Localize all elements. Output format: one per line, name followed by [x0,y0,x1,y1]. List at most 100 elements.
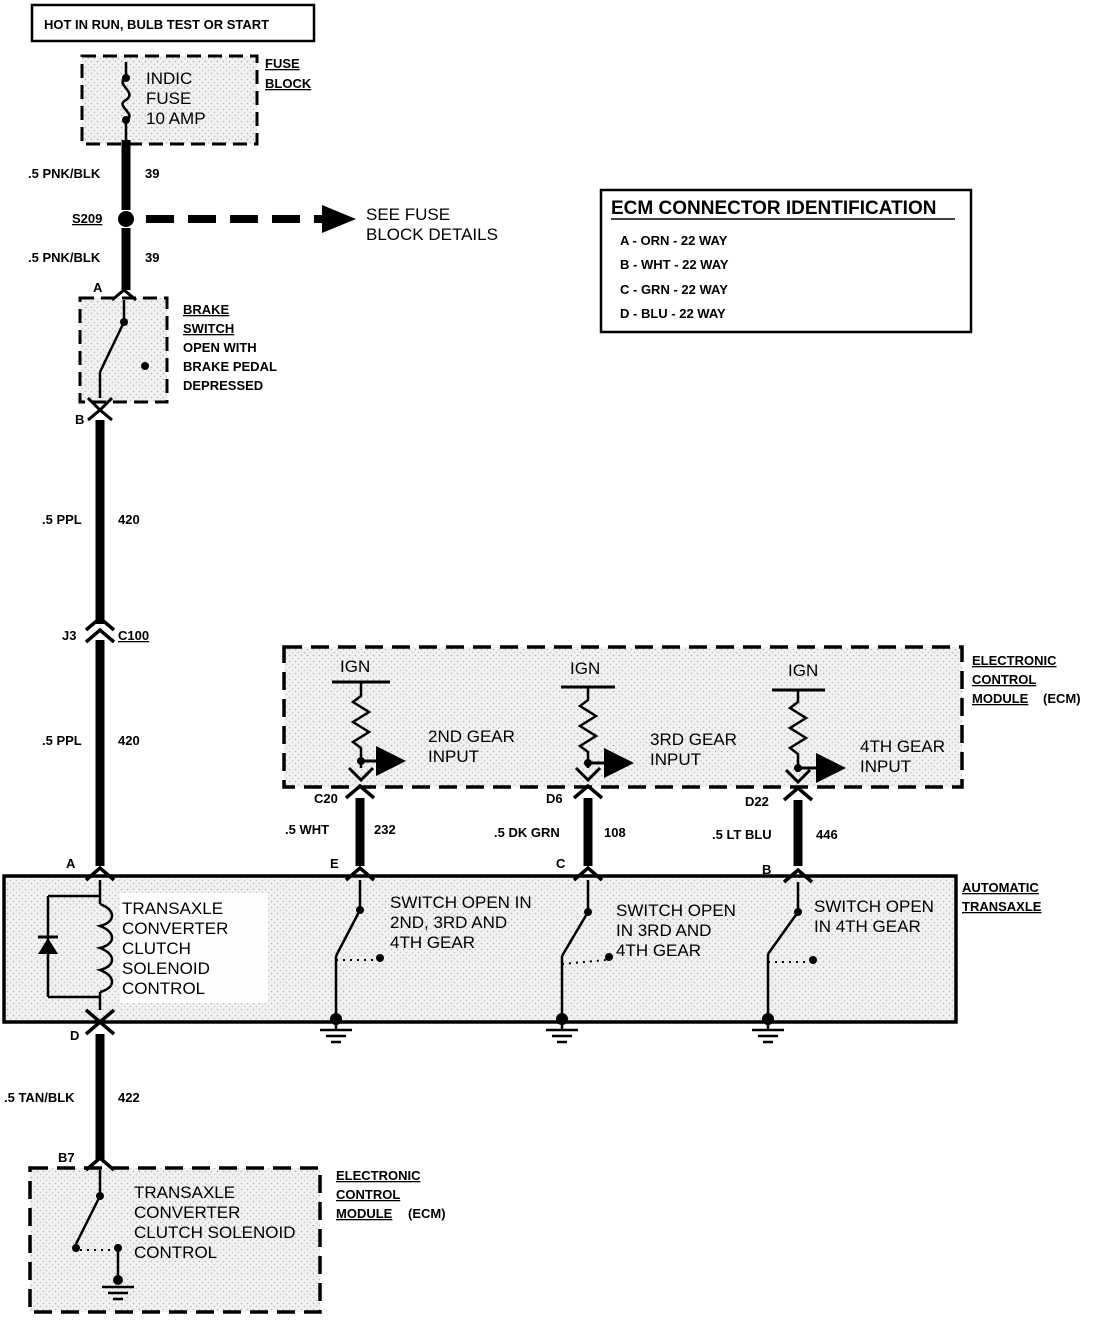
wire-420-bottom-gauge: .5 PPL [42,733,82,748]
connector-c100: J3 C100 [62,615,149,644]
switch3-line1: SWITCH OPEN [814,897,934,916]
ecm-bottom-module: B7 TRANSAXLE CONVERTER CLUTCH SOLENOID C… [28,1150,446,1314]
ecm-bottom-line1: TRANSAXLE [134,1183,235,1202]
splice-note2: BLOCK DETAILS [366,225,498,244]
brake-switch-line5: DEPRESSED [183,378,263,393]
input3-line1: 4TH GEAR [860,737,945,756]
gear-wire-232-gauge: .5 WHT [285,822,329,837]
fuse-block-label2: BLOCK [265,76,312,91]
solenoid-line3: CLUTCH [122,939,191,958]
ground-2 [546,1013,578,1044]
splice-note1: SEE FUSE [366,205,450,224]
brake-switch-line4: BRAKE PEDAL [183,359,277,374]
wire-39-bottom-gauge: .5 PNK/BLK [28,250,101,265]
fuse-block-label1: FUSE [265,56,300,71]
ign-label-3: IGN [788,661,818,680]
c100-pin: J3 [62,628,76,643]
solenoid-line1: TRANSAXLE [122,899,223,918]
gear-wire-232-circuit: 232 [374,822,396,837]
fuse-line2: FUSE [146,89,191,108]
gear-wire-108-circuit: 108 [604,825,626,840]
ecm-bottom-label2: CONTROL [336,1187,400,1202]
input2-line1: 3RD GEAR [650,730,737,749]
switch1-line1: SWITCH OPEN IN [390,893,532,912]
splice-s209: S209 SEE FUSE BLOCK DETAILS [72,205,498,244]
solenoid-line4: SOLENOID [122,959,210,978]
ign-label-2: IGN [570,659,600,678]
gear-wire-232-pin-ecm: C20 [314,791,338,806]
ecm-id-title: ECM CONNECTOR IDENTIFICATION [611,198,936,219]
gear-wire-108-pin: C [556,856,566,871]
ecm-id-row-d: D - BLU - 22 WAY [620,306,726,321]
gear-wire-446-circuit: 446 [816,827,838,842]
switch2-line1: SWITCH OPEN [616,901,736,920]
gear-wire-108-gauge: .5 DK GRN [494,825,560,840]
splice-id: S209 [72,211,102,226]
ecm-top-label3-suffix: (ECM) [1043,691,1081,706]
wire-39-top-circuit: 39 [145,166,159,181]
ecm-bottom-label1: ELECTRONIC [336,1168,421,1183]
input1-line2: INPUT [428,747,479,766]
transaxle-label2: TRANSAXLE [962,899,1042,914]
input2-line2: INPUT [650,750,701,769]
gear-wire-446: D22 .5 LT BLU 446 B [712,785,838,877]
wire-422-circuit: 422 [118,1090,140,1105]
power-source-box: HOT IN RUN, BULB TEST OR START [30,3,316,43]
switch1-line2: 2ND, 3RD AND [390,913,507,932]
gear-wire-446-gauge: .5 LT BLU [712,827,772,842]
switch2-line3: 4TH GEAR [616,941,701,960]
brake-switch-line1: BRAKE [183,302,230,317]
ecm-top-label3: MODULE [972,691,1029,706]
wire-420-top-circuit: 420 [118,512,140,527]
brake-switch-pin-a: A [93,280,103,295]
ecm-top-label1: ELECTRONIC [972,653,1057,668]
gear-wire-108-pin-ecm: D6 [546,791,563,806]
solenoid-line5: CONTROL [122,979,205,998]
switch1-line3: 4TH GEAR [390,933,475,952]
gear-wire-446-pin-ecm: D22 [745,794,769,809]
ground-3 [752,1013,784,1044]
ground-1 [320,1013,352,1044]
ecm-id-row-c: C - GRN - 22 WAY [620,282,728,297]
ecm-bottom-line4: CONTROL [134,1243,217,1262]
gear-wire-232-pin: E [330,856,339,871]
input1-line1: 2ND GEAR [428,727,515,746]
solenoid-line2: CONVERTER [122,919,228,938]
fuse-line3: 10 AMP [146,109,206,128]
wire-420-top-gauge: .5 PPL [42,512,82,527]
brake-switch-line2: SWITCH [183,321,234,336]
ecm-top-module: ELECTRONIC CONTROL MODULE (ECM) IGN 2ND … [282,645,1081,789]
ecm-bottom-label3: MODULE [336,1206,393,1221]
gear-wire-446-pin: B [762,862,771,877]
input3-line2: INPUT [860,757,911,776]
gear-wire-108: D6 .5 DK GRN 108 C [494,783,626,871]
brake-switch: A B BRAKE SWITCH OPEN WITH BRAKE PEDAL D… [75,280,277,427]
fuse-line1: INDIC [146,69,192,88]
ecm-bottom-pin: B7 [58,1150,75,1165]
ecm-identification-box: ECM CONNECTOR IDENTIFICATION A - ORN - 2… [599,188,973,334]
automatic-transaxle: AUTOMATIC TRANSAXLE A D TRANSAXLE CONVER… [2,856,1042,1043]
gear-wire-232: C20 .5 WHT 232 E [285,783,396,871]
transaxle-label1: AUTOMATIC [962,880,1039,895]
fuse-block: INDIC FUSE 10 AMP FUSE BLOCK [80,54,312,146]
ecm-bottom-label3-suffix: (ECM) [408,1206,446,1221]
ecm-bottom-line3: CLUTCH SOLENOID [134,1223,296,1242]
brake-switch-pin-b: B [75,412,84,427]
power-source-label: HOT IN RUN, BULB TEST OR START [44,17,269,32]
brake-switch-line3: OPEN WITH [183,340,257,355]
ecm-top-label2: CONTROL [972,672,1036,687]
wire-39-top-gauge: .5 PNK/BLK [28,166,101,181]
transaxle-pin-a: A [66,856,76,871]
wire-422-gauge: .5 TAN/BLK [4,1090,75,1105]
ign-label-1: IGN [340,657,370,676]
wire-420-bottom-circuit: 420 [118,733,140,748]
wire-39-bottom-circuit: 39 [145,250,159,265]
ecm-id-row-b: B - WHT - 22 WAY [620,257,729,272]
transaxle-pin-d: D [70,1028,79,1043]
ecm-bottom-line2: CONVERTER [134,1203,240,1222]
switch2-line2: IN 3RD AND [616,921,711,940]
c100-id: C100 [118,628,149,643]
ecm-id-row-a: A - ORN - 22 WAY [620,233,728,248]
switch3-line2: IN 4TH GEAR [814,917,921,936]
